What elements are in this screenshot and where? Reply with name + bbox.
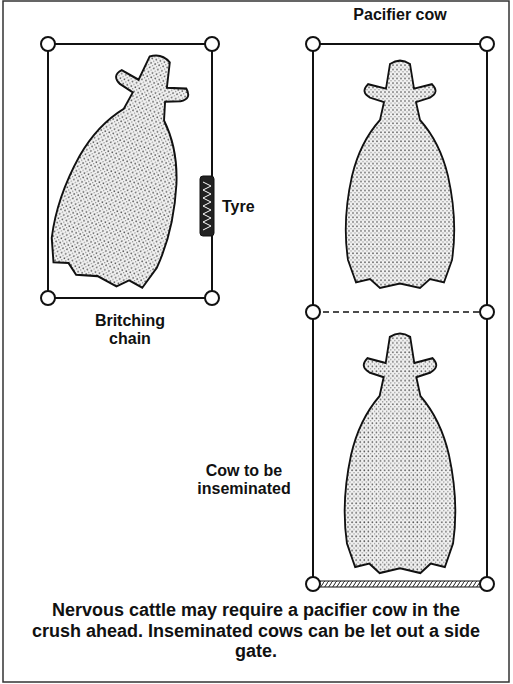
caption-text: Nervous cattle may require a pacifier co… [31,600,481,662]
dividing-gate [313,311,487,313]
heading-label: Pacifier cow [353,6,446,24]
double-crush [306,37,494,591]
part-label: Britching chain [85,312,175,349]
rear-chain [318,581,482,587]
tyre-symbol [200,176,214,236]
inseminated-cow-figure [345,333,456,573]
cow-label: Cow to be inseminated [187,462,302,499]
single-crush [41,37,219,305]
frame [3,1,509,682]
part-label: Tyre [222,198,255,216]
pacifier-cow-figure [346,61,455,288]
